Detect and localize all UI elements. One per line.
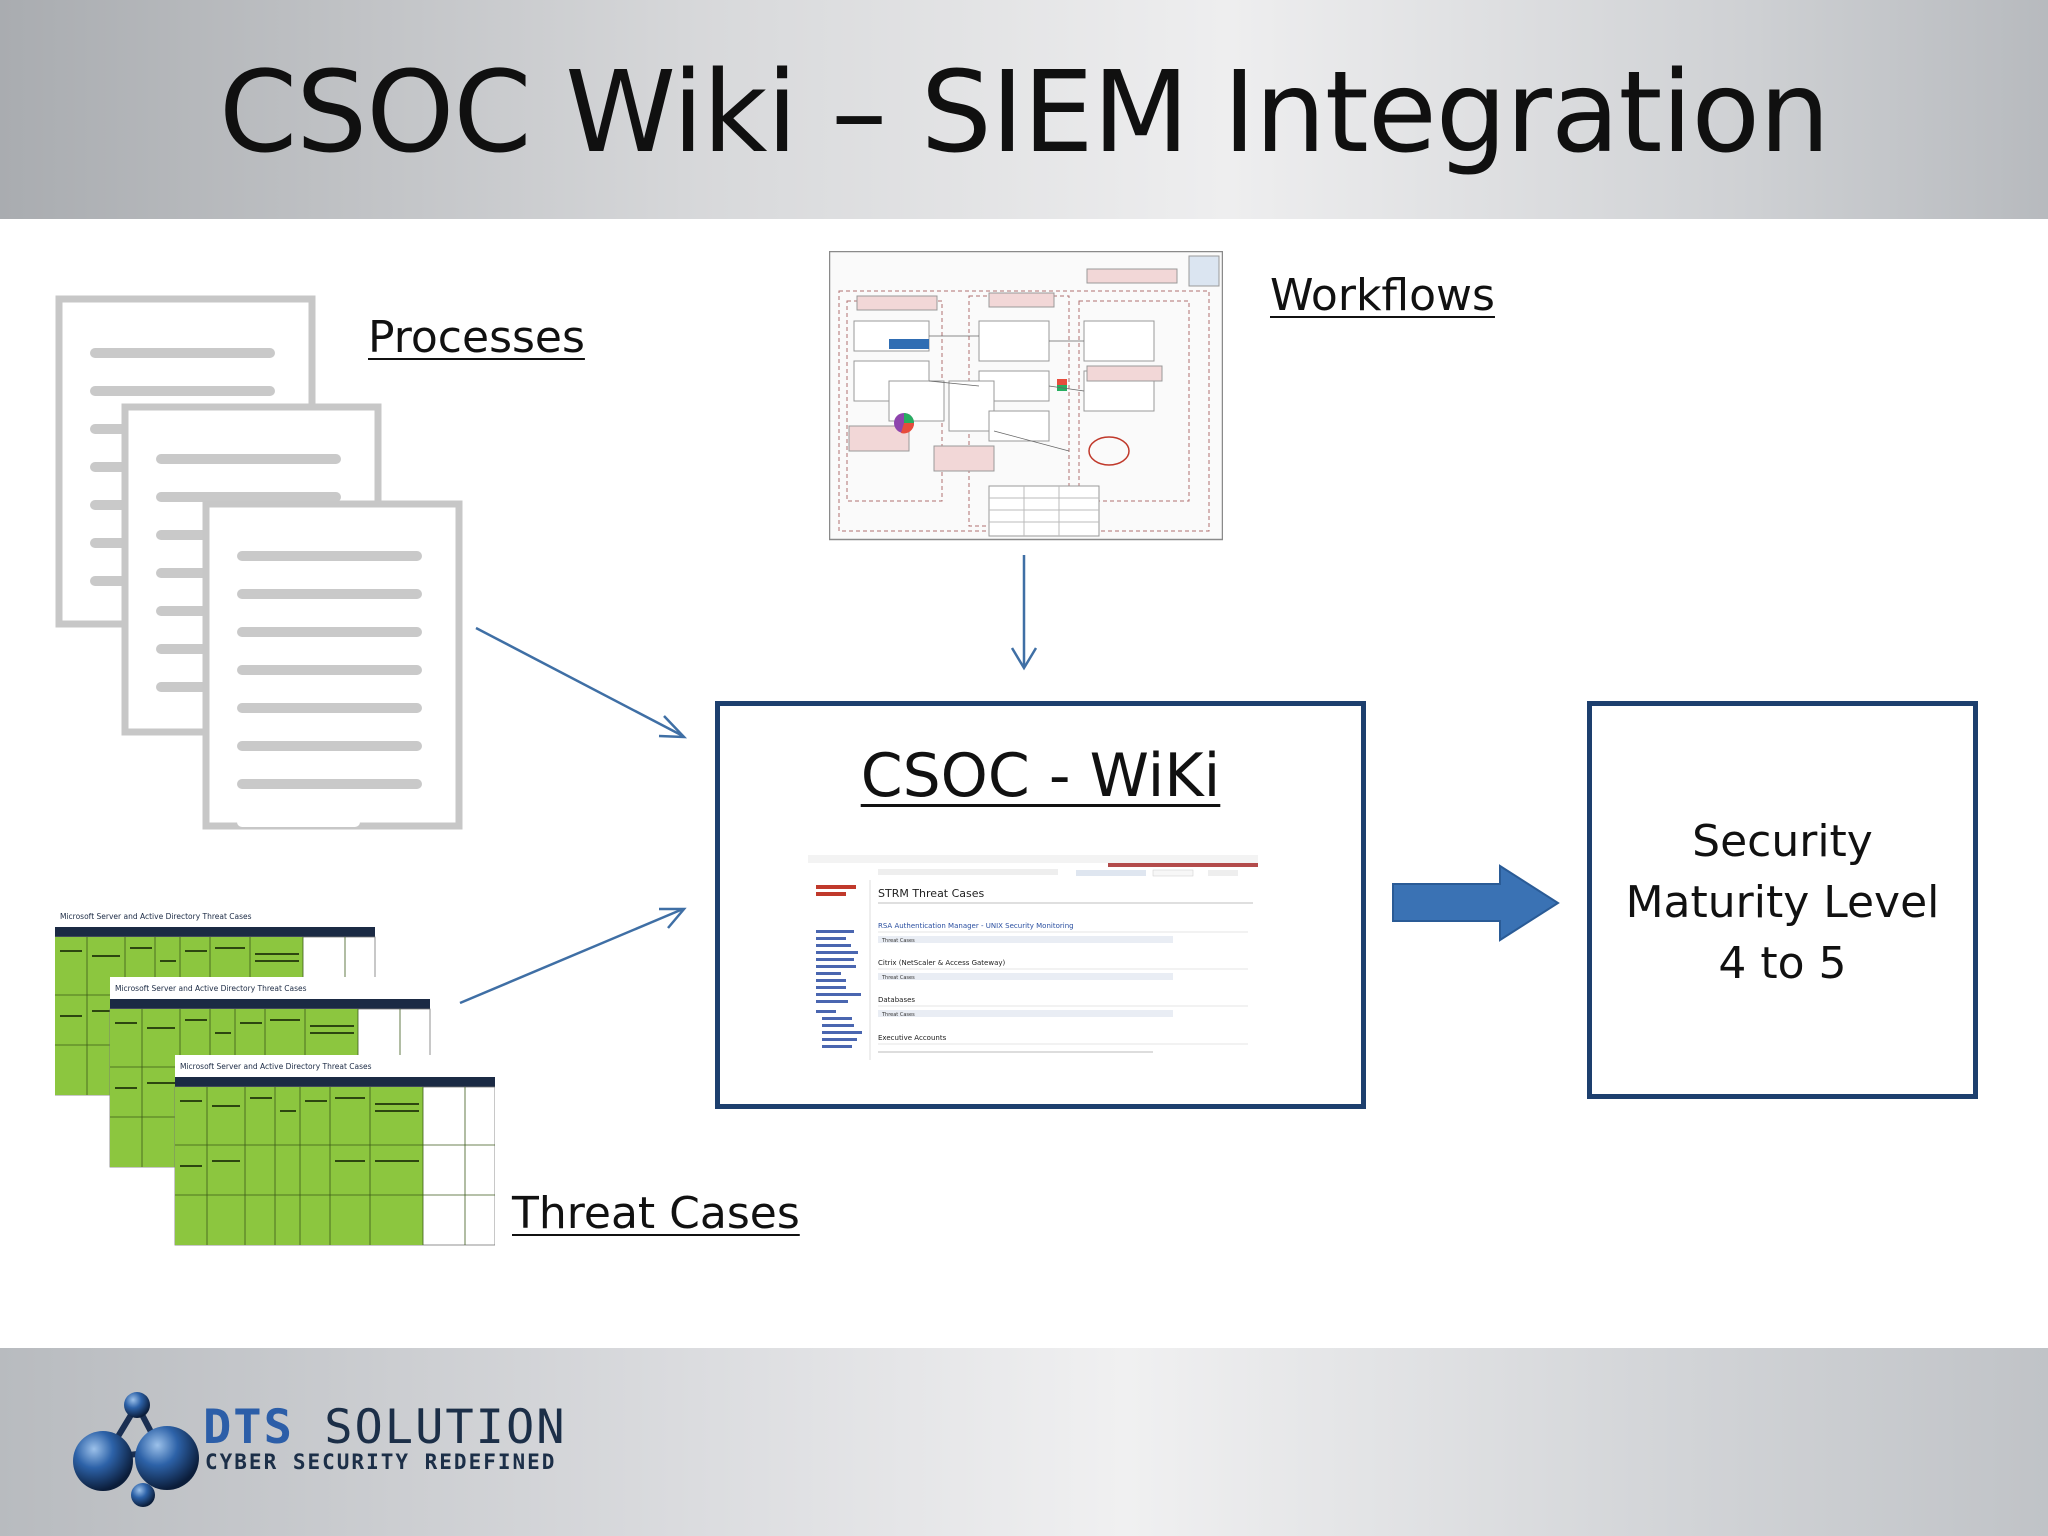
maturity-text: Security Maturity Level 4 to 5 — [1592, 811, 1973, 994]
logo-tagline: CYBER SECURITY REDEFINED — [205, 1450, 557, 1474]
wiki-page-heading: STRM Threat Cases — [878, 887, 985, 900]
maturity-line-2: Maturity Level — [1625, 877, 1940, 928]
wiki-row-label-3: Threat Cases — [881, 1012, 915, 1018]
wiki-row-label-2: Threat Cases — [881, 975, 915, 981]
logo-solution: SOLUTION — [324, 1400, 567, 1455]
threat-cases-label: Threat Cases — [512, 1188, 800, 1239]
footer-band — [0, 1348, 2048, 1536]
workflow-diagram-thumbnail — [829, 251, 1223, 541]
wiki-section-2: Citrix (NetScaler & Access Gateway) — [878, 959, 1006, 967]
document-stack-icon — [55, 295, 463, 830]
threat-sheet-title-1: Microsoft Server and Active Directory Th… — [60, 912, 252, 921]
processes-label: Processes — [368, 312, 585, 363]
threat-sheet-title-2: Microsoft Server and Active Directory Th… — [115, 984, 307, 993]
security-maturity-box: Security Maturity Level 4 to 5 — [1587, 701, 1978, 1099]
dts-logo-icon — [73, 1392, 199, 1507]
wiki-page-screenshot: STRM Threat Cases RSA Authentication Man… — [808, 855, 1258, 1060]
wiki-section-3: Databases — [878, 996, 915, 1004]
wiki-section-1: RSA Authentication Manager - UNIX Securi… — [878, 922, 1074, 930]
logo-dts: DTS — [203, 1400, 294, 1455]
logo-wordmark: DTS SOLUTION — [203, 1400, 567, 1455]
big-arrow-to-maturity — [1392, 864, 1560, 942]
threat-case-sheets: Microsoft Server and Active Directory Th… — [55, 905, 495, 1246]
wiki-row-label-1: Threat Cases — [881, 938, 915, 944]
threat-sheet-title-3: Microsoft Server and Active Directory Th… — [180, 1062, 372, 1071]
header-band — [0, 0, 2048, 219]
wiki-section-4: Executive Accounts — [878, 1034, 947, 1042]
maturity-line-1: Security — [1692, 816, 1873, 867]
arrow-threatcases-to-wiki — [459, 907, 684, 1005]
csoc-wiki-title: CSOC - WiKi — [860, 741, 1221, 811]
csoc-wiki-box: CSOC - WiKi STRM Threat — [715, 701, 1366, 1109]
maturity-line-3: 4 to 5 — [1718, 938, 1847, 989]
workflows-label: Workflows — [1270, 270, 1495, 321]
slide-title: CSOC Wiki – SIEM Integration — [218, 48, 1830, 178]
arrow-processes-to-wiki — [475, 626, 684, 738]
